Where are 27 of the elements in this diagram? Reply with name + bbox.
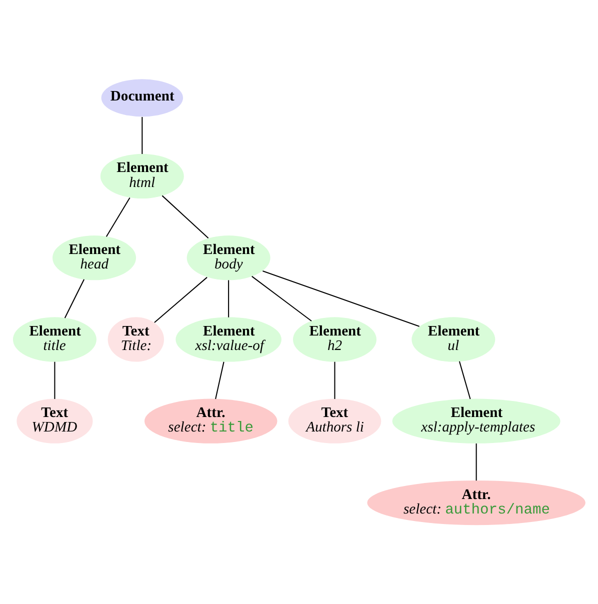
node-ellipse: Element html	[100, 154, 184, 198]
connector	[154, 276, 208, 323]
connector	[142, 117, 143, 154]
node-ellipse: Element xsl:apply-templates	[392, 398, 560, 444]
node-ellipse: Attr. select: authors/name	[367, 480, 586, 526]
connector	[228, 280, 230, 318]
node-ellipse: Element h2	[292, 317, 376, 362]
node-ellipse: Element title	[12, 317, 96, 362]
node-ellipse: Attr. select: title	[144, 398, 278, 444]
connector	[54, 362, 56, 399]
connector	[162, 195, 209, 239]
connector	[262, 270, 420, 327]
node-ellipse: Element head	[52, 236, 136, 280]
node-ellipse: Element body	[186, 236, 270, 280]
connector	[215, 362, 224, 400]
connector	[64, 279, 85, 318]
connector	[458, 361, 471, 400]
connector	[106, 197, 130, 237]
node-ellipse: Text WDMD	[16, 398, 93, 444]
node-ellipse: Element xsl:value-of	[176, 317, 282, 362]
connector	[334, 362, 336, 399]
node-ellipse: Text Authors li	[288, 398, 382, 444]
node-ellipse: Element ul	[412, 317, 496, 362]
connector	[476, 443, 477, 481]
node-ellipse: Document	[101, 79, 184, 117]
node-ellipse: Text Title:	[108, 317, 164, 362]
connector	[252, 276, 312, 322]
